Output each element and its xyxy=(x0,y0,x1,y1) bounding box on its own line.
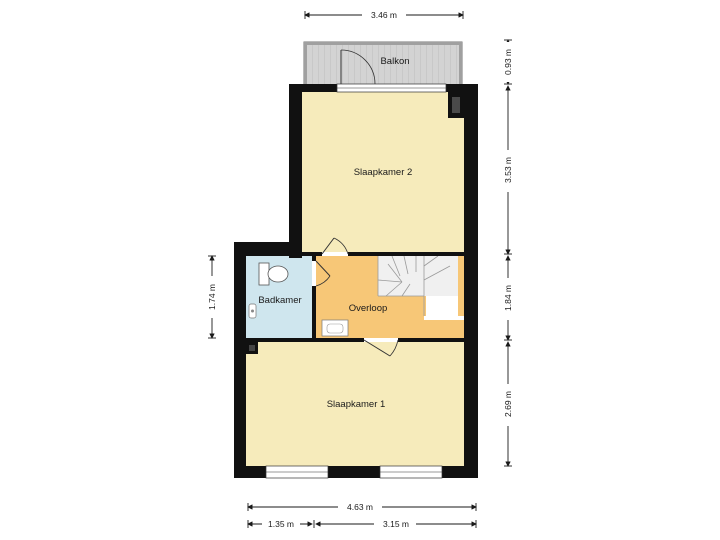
dimension-label: 1.35 m xyxy=(268,519,294,529)
dimension-label: 2.69 m xyxy=(503,391,513,417)
bedroom-1-floor xyxy=(246,342,464,466)
dimension-label: 1.74 m xyxy=(207,284,217,310)
room-label-bedroom-2: Slaapkamer 2 xyxy=(354,167,413,178)
dimension-bottom-left: 1.35 m xyxy=(247,517,313,529)
dimension-label: 0.93 m xyxy=(503,49,513,75)
dimension-right-bedroom-1: 2.69 m xyxy=(502,341,514,467)
bedroom-1-door xyxy=(363,339,399,357)
windows xyxy=(265,83,447,479)
balcony xyxy=(303,41,463,87)
bathroom-door xyxy=(315,260,331,287)
dimension-right-bedroom-2: 3.53 m xyxy=(502,85,514,255)
sink-icon xyxy=(248,303,257,319)
walls xyxy=(234,84,478,478)
dimension-label: 1.84 m xyxy=(503,285,513,311)
room-label-balcony: Balkon xyxy=(380,56,409,67)
dimension-right-landing: 1.84 m xyxy=(502,255,514,341)
room-label-landing: Overloop xyxy=(349,303,388,314)
staircase xyxy=(377,255,464,320)
washbasin-icon xyxy=(321,319,349,337)
dimension-right-balcony: 0.93 m xyxy=(502,39,514,85)
bedroom-2-floor xyxy=(302,92,464,252)
dimension-label: 3.53 m xyxy=(503,157,513,183)
dimension-label: 3.15 m xyxy=(383,519,409,529)
dimension-bottom-right: 3.15 m xyxy=(313,517,477,529)
dimension-top-width: 3.46 m xyxy=(304,8,464,20)
toilet-icon xyxy=(258,262,289,286)
bedroom-2-door xyxy=(321,237,349,255)
dimension-bottom-total: 4.63 m xyxy=(247,500,477,512)
room-label-bathroom: Badkamer xyxy=(258,295,301,306)
dimension-left-bathroom: 1.74 m xyxy=(206,255,218,339)
dimension-label: 4.63 m xyxy=(347,502,373,512)
balcony-door xyxy=(340,49,376,85)
room-label-bedroom-1: Slaapkamer 1 xyxy=(327,399,386,410)
dimension-label: 3.46 m xyxy=(371,10,397,20)
